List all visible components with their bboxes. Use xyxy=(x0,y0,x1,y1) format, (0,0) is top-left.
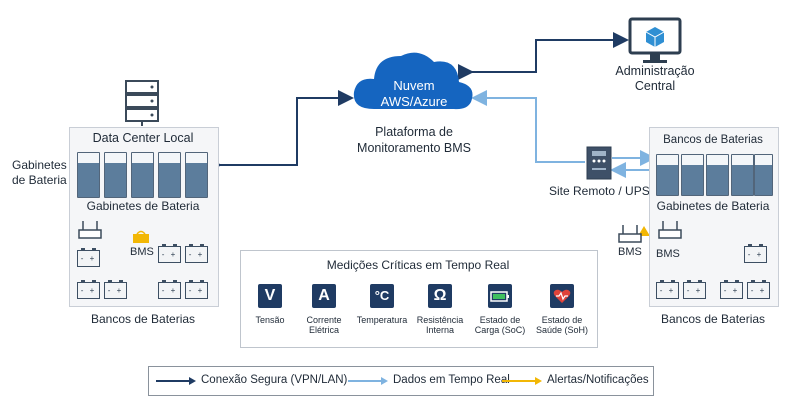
soh-label-1: Estado de xyxy=(541,315,583,325)
remote-bms-left-label: BMS xyxy=(618,246,642,258)
measurements-title: Medições Críticas em Tempo Real xyxy=(326,258,510,272)
resistance-label-1: Resistência xyxy=(416,315,464,325)
ups-icon xyxy=(586,146,612,180)
voltage-icon: V xyxy=(258,284,282,308)
measurements-panel xyxy=(240,250,598,348)
legend-alerts-label: Alertas/Notificações xyxy=(547,374,649,386)
secure-link-admin xyxy=(458,32,629,80)
router-icon xyxy=(78,221,102,239)
current-icon: A xyxy=(312,284,336,308)
remote-bms-icon xyxy=(658,221,682,239)
remote-cabinet xyxy=(656,154,679,196)
legend-realtime-label: Dados em Tempo Real xyxy=(393,374,510,386)
legend-secure-line xyxy=(156,377,196,385)
temperature-label: Temperatura xyxy=(356,315,408,325)
battery-charge-icon xyxy=(488,284,512,308)
resistance-icon: Ω xyxy=(428,284,452,308)
local-cabinet xyxy=(158,152,181,198)
cloud-subtitle: AWS/Azure xyxy=(380,94,448,109)
soc-label-1: Estado de xyxy=(479,315,521,325)
local-datacenter-title: Data Center Local xyxy=(92,131,194,145)
battery: - + xyxy=(683,280,706,299)
heart-pulse-icon xyxy=(550,284,574,308)
remote-cabinet xyxy=(706,154,729,196)
local-cabinet xyxy=(131,152,154,198)
admin-line1: Administração xyxy=(615,64,695,78)
legend-alerts-line xyxy=(502,377,542,385)
battery: - + xyxy=(104,280,127,299)
local-side-label-2: de Bateria xyxy=(12,173,67,187)
soh-label-2: Saúde (SoH) xyxy=(535,325,589,335)
local-cabinet xyxy=(104,152,127,198)
legend-secure-label: Conexão Segura (VPN/LAN) xyxy=(201,374,348,386)
remote-router-icon xyxy=(618,225,642,243)
resistance-label-2: Interna xyxy=(425,325,455,335)
remote-cabinets-label: Gabinetes de Bateria xyxy=(656,199,770,213)
battery: - + xyxy=(158,244,181,263)
cloud-title: Nuvem xyxy=(393,78,435,93)
remote-cabinet xyxy=(681,154,704,196)
bms-alert-icon xyxy=(133,230,149,243)
battery: - + xyxy=(747,280,770,299)
battery: - + xyxy=(77,280,100,299)
voltage-label: Tensão xyxy=(255,315,285,325)
secure-link-local xyxy=(206,90,354,173)
local-banks-label: Bancos de Baterias xyxy=(90,312,196,326)
local-bms-label: BMS xyxy=(130,246,154,258)
server-icon xyxy=(125,80,159,126)
admin-line2: Central xyxy=(634,79,676,93)
realtime-link-remote xyxy=(471,90,585,163)
battery: - + xyxy=(656,280,679,299)
soc-label-2: Carga (SoC) xyxy=(474,325,526,335)
remote-cabinet xyxy=(731,154,754,196)
current-label-1: Corrente xyxy=(306,315,342,325)
battery: - + xyxy=(185,280,208,299)
local-cabinet xyxy=(185,152,208,198)
legend xyxy=(148,366,654,396)
current-label-2: Elétrica xyxy=(308,325,339,335)
remote-bms-right-label: BMS xyxy=(656,248,680,260)
battery: - + xyxy=(720,280,743,299)
cloud-icon xyxy=(353,52,473,110)
monitor-icon xyxy=(628,17,682,63)
remote-banks-top-label: Bancos de Baterias xyxy=(663,134,763,146)
remote-site-label: Site Remoto / UPS xyxy=(549,184,650,198)
battery: - + xyxy=(158,280,181,299)
local-cabinet xyxy=(77,152,100,198)
legend-realtime-line xyxy=(348,377,388,385)
battery: - + xyxy=(185,244,208,263)
battery: - + xyxy=(744,244,767,263)
local-cabinets-label: Gabinetes de Bateria xyxy=(86,199,200,213)
temperature-icon: °C xyxy=(370,284,394,308)
platform-line1: Plataforma de xyxy=(375,125,453,139)
local-side-label-1: Gabinetes xyxy=(12,158,67,172)
battery: - + xyxy=(77,248,100,267)
remote-cabinet xyxy=(754,154,773,196)
remote-banks-bottom-label: Bancos de Baterias xyxy=(660,312,766,326)
platform-line2: Monitoramento BMS xyxy=(357,141,471,155)
